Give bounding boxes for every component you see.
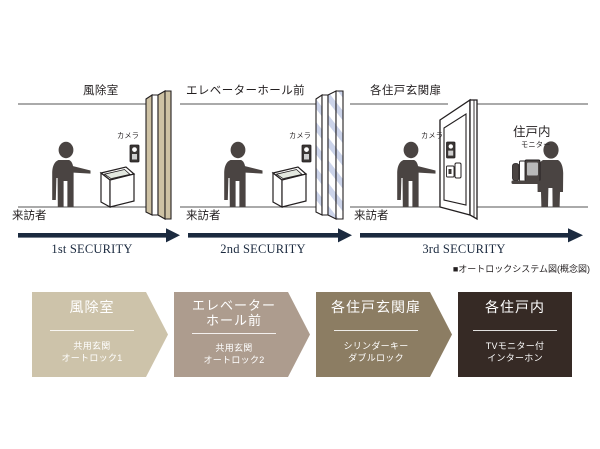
stage-banner-3-sub-line-1: シリンダーキー (343, 341, 409, 351)
zone-interior-dwelling (511, 141, 564, 207)
stage-banner-4-sub-line-2: インターホン (487, 353, 543, 363)
stage-banner-1-title-line-1: 風除室 (69, 301, 115, 316)
camera-label-3: カメラ (421, 131, 444, 140)
solid-door-1 (145, 90, 172, 220)
stage-banner-2-sub-line-1: 共用玄関 (215, 343, 253, 353)
interior-header: 住戸内 (513, 125, 551, 139)
camera-label-2: カメラ (289, 131, 312, 140)
stage-banner-3-rule (334, 330, 418, 331)
diagram-svg (18, 90, 588, 243)
security-arrow-2 (188, 228, 352, 243)
glass-door-2 (315, 90, 344, 220)
stage-banner-4-sub-line-1: TVモニター付 (485, 341, 545, 351)
visitor-silhouette-2 (224, 141, 263, 207)
swing-door-3 (439, 98, 478, 221)
visitor-label-3: 来訪者 (354, 210, 389, 222)
stage-banner-3-sub-line-2: ダブルロック (348, 353, 404, 363)
stage-banner-1-sub-line-1: 共用玄関 (73, 341, 111, 351)
autolock-console-1 (99, 166, 136, 209)
stage-banner-3-title: 各住戸玄関扉 (316, 301, 452, 317)
zone-header-3: 各住戸玄関扉 (370, 85, 442, 97)
zone-1-entrance-vestibule (52, 90, 172, 220)
stage-banner-4-subtitle: TVモニター付 インターホン (458, 340, 572, 364)
security-arrow-3 (360, 228, 583, 243)
stage-banner-4-shape (458, 292, 572, 377)
stage-banner-3-subtitle: シリンダーキー ダブルロック (316, 340, 452, 364)
visitor-silhouette-3 (397, 141, 436, 207)
stage-banner-3-shape (316, 292, 452, 377)
stage-banner-2-rule (192, 333, 276, 334)
stage-banner-2-subtitle: 共用玄関 オートロック2 (174, 342, 310, 366)
monitor-label: モニター (521, 140, 551, 149)
security-label-3: 3rd SECURITY (422, 242, 506, 256)
stage-banner-4-rule (473, 330, 557, 331)
autolock-diagram: 風除室 エレベーターホール前 各住戸玄関扉 住戸内 カメラ カメラ カメラ モニ… (12, 85, 590, 274)
visitor-silhouette-1 (52, 141, 91, 207)
security-label-2: 2nd SECURITY (220, 242, 306, 256)
stage-banner-2-shape (174, 292, 310, 377)
stage-banner-1-subtitle: 共用玄関 オートロック1 (32, 340, 168, 364)
stage-banner-1: 風除室 共用玄関 オートロック1 (32, 292, 168, 377)
camera-device-1 (129, 144, 140, 163)
zone-3-dwelling-entrance (397, 98, 478, 221)
stage-banner-1-sub-line-2: オートロック1 (61, 353, 123, 363)
visitor-label-1: 来訪者 (12, 210, 47, 222)
zone-header-2: エレベーターホール前 (186, 85, 305, 97)
security-stage-banners: 風除室 共用玄関 オートロック1 エレベーター ホール前 共用玄関 オートロック… (0, 292, 600, 382)
autolock-console-2 (271, 166, 308, 209)
stage-banner-3-title-line-1: 各住戸玄関扉 (331, 301, 421, 316)
zone-2-elevator-hall-front (224, 90, 344, 220)
stage-banner-3: 各住戸玄関扉 シリンダーキー ダブルロック (316, 292, 452, 377)
visitor-label-2: 来訪者 (186, 210, 221, 222)
stage-banner-2-title-line-1: エレベーター (191, 298, 276, 313)
security-arrows (18, 228, 583, 243)
room-guide-lines (18, 103, 588, 208)
stage-banner-2-sub-line-2: オートロック2 (203, 355, 265, 365)
stage-banner-2: エレベーター ホール前 共用玄関 オートロック2 (174, 292, 310, 377)
door-intercom-panel (446, 141, 456, 159)
door-lock-handle (446, 162, 462, 179)
intercom-monitor (511, 159, 542, 184)
stage-banner-4-title: 各住戸内 (458, 301, 572, 317)
stage-banner-1-shape (32, 292, 168, 377)
stage-banner-1-title: 風除室 (32, 301, 168, 317)
camera-device-2 (301, 144, 312, 163)
stage-banner-2-title-line-2: ホール前 (205, 313, 262, 328)
security-arrow-1 (18, 228, 180, 243)
zone-header-1: 風除室 (83, 85, 119, 97)
stage-banner-4: 各住戸内 TVモニター付 インターホン (458, 292, 572, 377)
stage-banner-2-title: エレベーター ホール前 (174, 298, 310, 328)
camera-label-1: カメラ (117, 131, 140, 140)
security-label-1: 1st SECURITY (51, 242, 133, 256)
stage-banner-4-title-line-1: 各住戸内 (485, 301, 545, 316)
diagram-caption: ■オートロックシステム図(概念図) (452, 264, 590, 274)
stage-banner-1-rule (50, 330, 134, 331)
